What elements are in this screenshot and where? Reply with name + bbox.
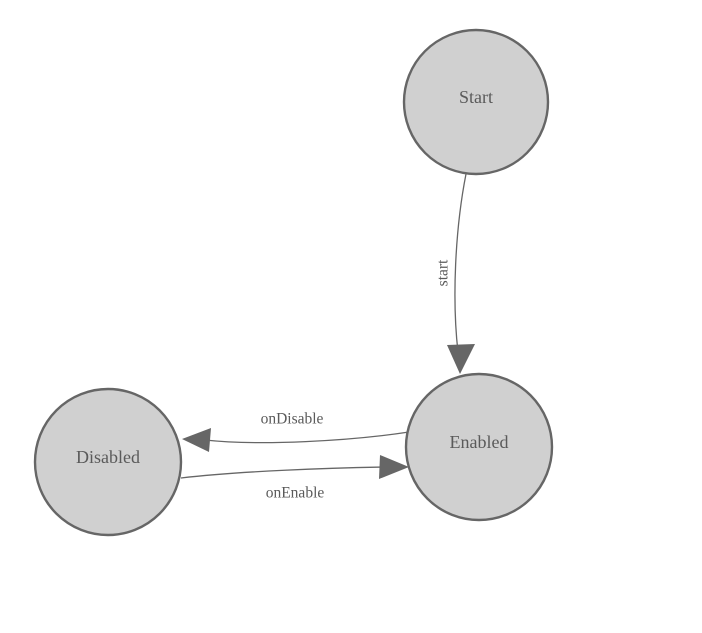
edge-start-to-enabled[interactable]: start — [435, 173, 475, 374]
edge-disabled-to-enabled-arrowhead — [379, 455, 409, 479]
edge-enabled-to-disabled-arrowhead — [182, 428, 211, 452]
node-disabled-circle — [33, 387, 183, 537]
edge-start-to-enabled-arrowhead — [447, 344, 475, 374]
edge-label-ondisable: onDisable — [261, 411, 324, 428]
node-start-circle — [402, 28, 550, 176]
edge-disabled-to-enabled[interactable]: onEnable — [180, 455, 409, 502]
node-disabled[interactable]: Disabled — [33, 387, 183, 537]
edge-enabled-to-disabled[interactable]: onDisable — [182, 411, 410, 452]
node-start-label: Start — [459, 87, 493, 107]
edge-enabled-to-disabled-path — [204, 431, 410, 444]
node-enabled-circle — [404, 372, 554, 522]
node-start[interactable]: Start — [402, 28, 550, 176]
node-disabled-label: Disabled — [76, 447, 140, 467]
edge-label-onenable: onEnable — [266, 485, 325, 502]
node-enabled-label: Enabled — [450, 432, 509, 452]
edge-disabled-to-enabled-path — [180, 466, 386, 479]
edge-start-to-enabled-path — [454, 173, 467, 353]
node-enabled[interactable]: Enabled — [404, 372, 554, 522]
edge-label-start: start — [435, 259, 452, 286]
